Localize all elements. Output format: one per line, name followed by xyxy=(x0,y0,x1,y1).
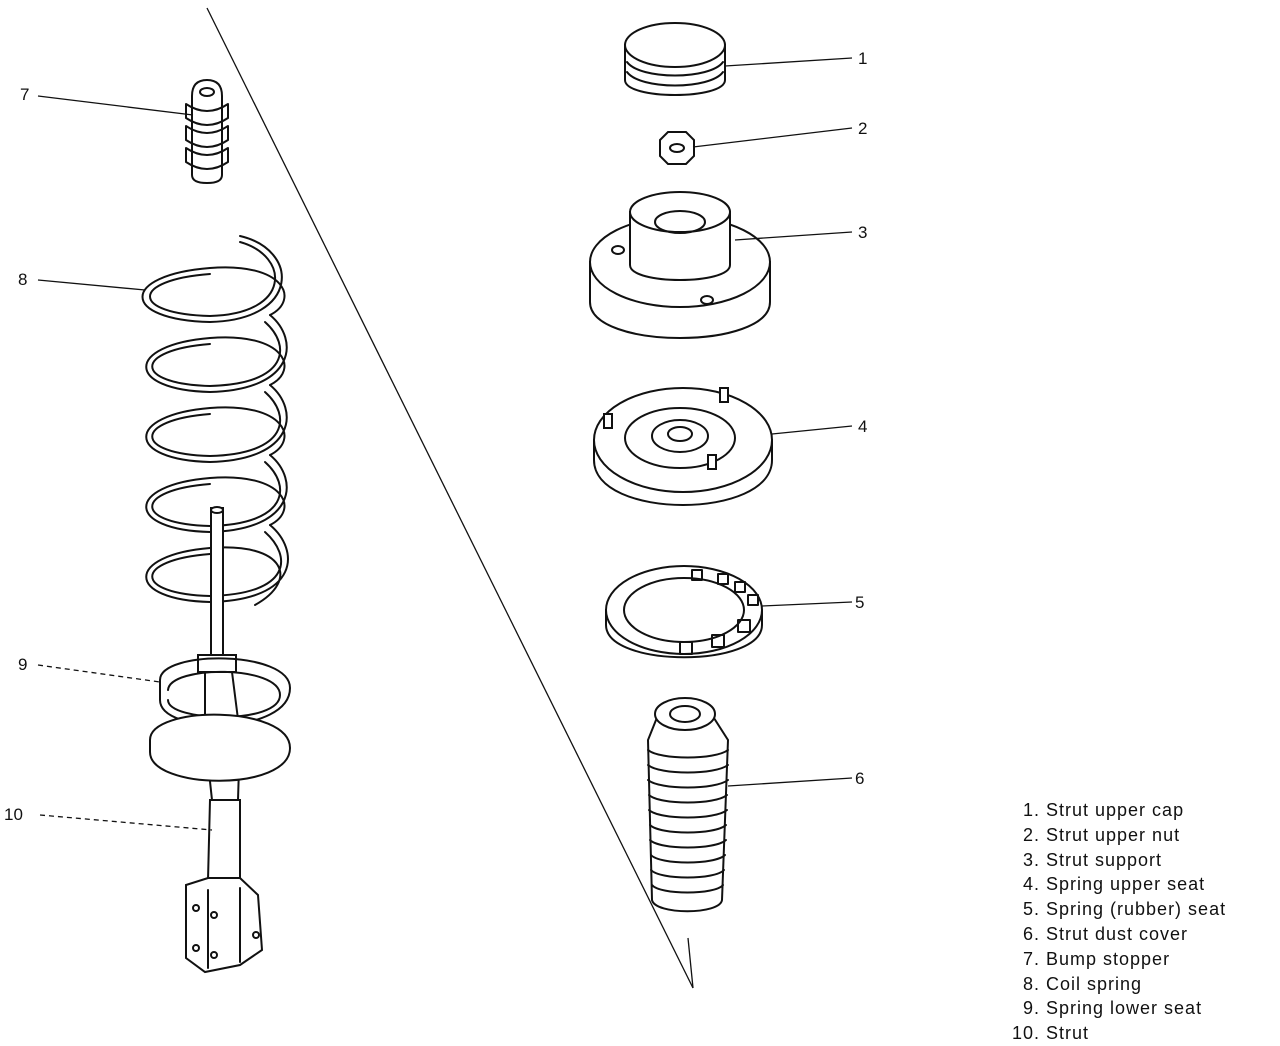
callout-6: 6 xyxy=(855,769,864,788)
legend-item: 1.Strut upper cap xyxy=(1022,800,1185,820)
legend-item: 8.Coil spring xyxy=(1022,973,1143,994)
callout-9: 9 xyxy=(18,655,27,674)
callout-1: 1 xyxy=(858,49,867,68)
parts-legend: 1.Strut upper cap 2.Strut upper nut 3.St… xyxy=(1000,798,1226,1046)
callout-4: 4 xyxy=(858,417,867,436)
divider-lines xyxy=(206,7,694,989)
legend-item: 4.Spring upper seat xyxy=(1022,874,1206,895)
callout-labels: 1 2 3 4 5 6 7 8 9 10 xyxy=(4,49,867,824)
legend-item: 5.Spring (rubber) seat xyxy=(1022,899,1227,920)
bump-stopper-part xyxy=(185,78,229,185)
legend-item: 7.Bump stopper xyxy=(1022,948,1171,969)
legend-item: 2.Strut upper nut xyxy=(1022,824,1181,845)
leader-lines xyxy=(37,57,853,831)
callout-10: 10 xyxy=(4,805,23,824)
callout-2: 2 xyxy=(858,119,867,138)
strut-dust-cover-part xyxy=(646,697,730,913)
spring-upper-seat-part xyxy=(593,387,773,506)
legend-item: 3.Strut support xyxy=(1022,849,1163,870)
callout-7: 7 xyxy=(20,85,29,104)
strut-upper-nut-part xyxy=(659,131,695,165)
spring-rubber-seat-part xyxy=(605,565,763,659)
spring-lower-seat-part xyxy=(149,657,292,782)
coil-spring-part xyxy=(141,235,289,606)
callout-8: 8 xyxy=(18,270,27,289)
legend-item: 9.Spring lower seat xyxy=(1022,998,1203,1019)
strut-upper-cap-part xyxy=(624,22,726,96)
callout-3: 3 xyxy=(858,223,867,242)
legend-item: 10.Strut xyxy=(1011,1023,1090,1044)
legend-item: 6.Strut dust cover xyxy=(1022,923,1189,944)
callout-5: 5 xyxy=(855,593,864,612)
strut-support-part xyxy=(589,191,771,339)
